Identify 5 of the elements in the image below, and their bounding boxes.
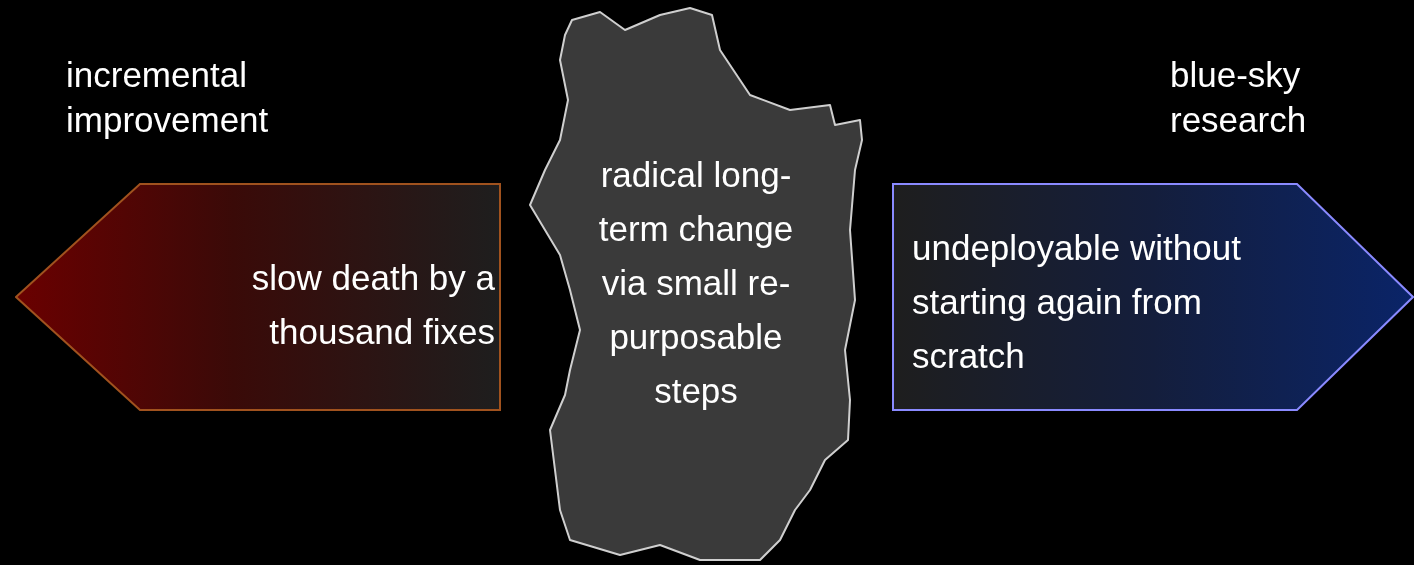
heading-text: blue-sky research <box>1170 54 1308 141</box>
shape-text: undeployable without starting again from scratch <box>912 227 1242 377</box>
shape-text: radical long-term change via small re-purposable steps <box>597 154 795 412</box>
shape-text: slow death by a thousand fixes <box>250 257 495 353</box>
heading-text: incremental improvement <box>66 54 270 141</box>
